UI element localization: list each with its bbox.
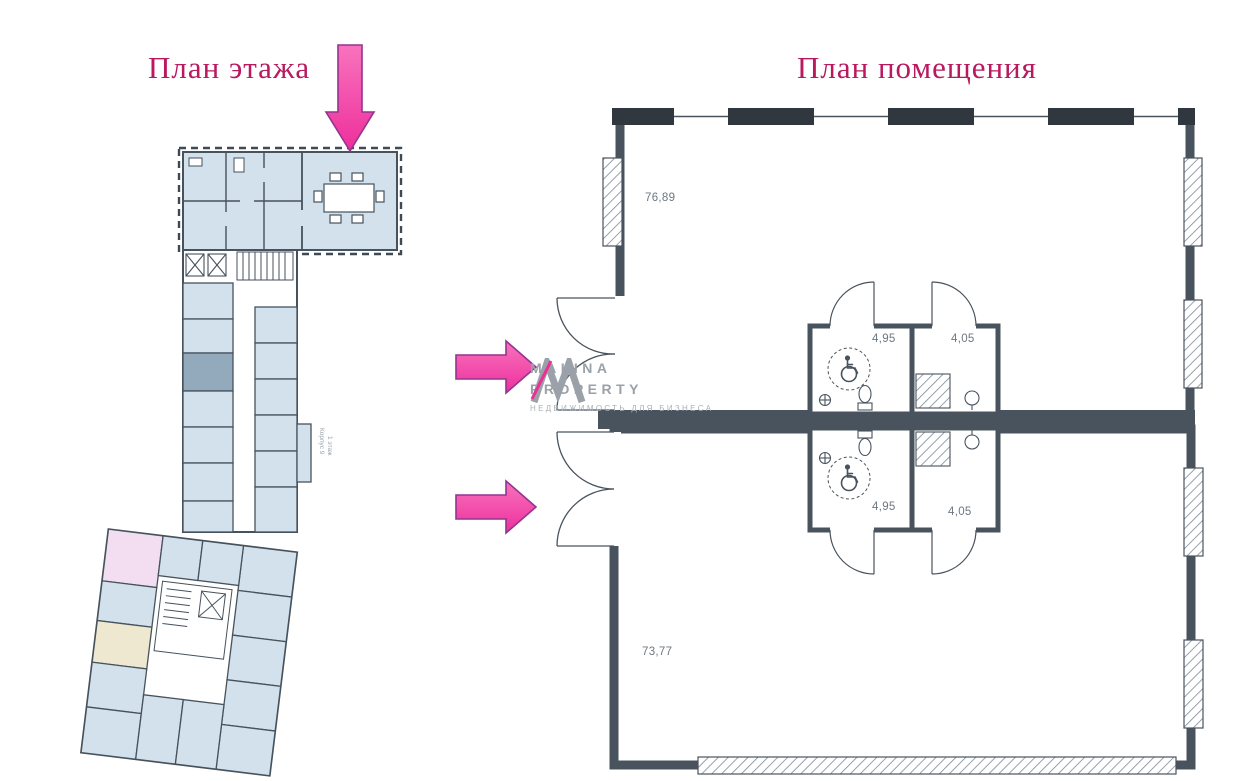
arrows (324, 44, 538, 535)
arrow-right-bottom-icon (455, 479, 538, 535)
area-label-wc-bottom-right: 4,05 (948, 506, 972, 518)
area-label-wc-top-left: 4,95 (872, 333, 896, 345)
window (602, 157, 1203, 389)
room-block (182, 282, 234, 533)
side-label-floor: 1 этаж (326, 436, 333, 456)
wc-block-bottom (807, 425, 1001, 575)
logo-m-icon (530, 358, 586, 404)
logo: MALINA PROPERTY НЕДВИЖИМОСТЬ ДЛЯ БИЗНЕСА (530, 358, 735, 413)
side-label-building: Корпус 9 (318, 428, 325, 455)
area-label-top-room: 76,89 (645, 192, 676, 204)
wc-block-top (807, 281, 1001, 417)
wc-fixtures (818, 430, 980, 467)
floor-plan-top-wing (177, 146, 403, 256)
facade-piers (612, 108, 1195, 125)
floor-plan-title: План этажа (148, 50, 311, 85)
floor-plan-mid-strip (182, 249, 312, 533)
logo-tagline: НЕДВИЖИМОСТЬ ДЛЯ БИЗНЕСА (530, 404, 714, 413)
window (697, 467, 1204, 775)
stairs-icon (236, 251, 294, 281)
area-label-wc-bottom-left: 4,95 (872, 501, 896, 513)
room-plan-drawing (556, 108, 1204, 775)
room-block (296, 423, 312, 483)
entrance-door-bottom (556, 431, 621, 547)
shared-wall (598, 410, 1195, 429)
stairs-icon (153, 580, 233, 660)
floor-plan-lower-wing (79, 528, 299, 777)
arrow-right-top-icon (455, 339, 538, 395)
area-label-wc-top-right: 4,05 (951, 333, 975, 345)
elevator-icon (185, 253, 227, 277)
room-block (254, 306, 298, 533)
arrow-down-icon (324, 44, 376, 153)
room-plan-title: План помещения (797, 50, 1037, 85)
wc-fixtures (818, 373, 980, 411)
area-label-bottom-room: 73,77 (642, 646, 673, 658)
meeting-table-icon (313, 172, 385, 224)
entrance-door-top (556, 296, 626, 411)
floor-plan-drawing: Корпус 9 1 этаж (79, 146, 403, 777)
